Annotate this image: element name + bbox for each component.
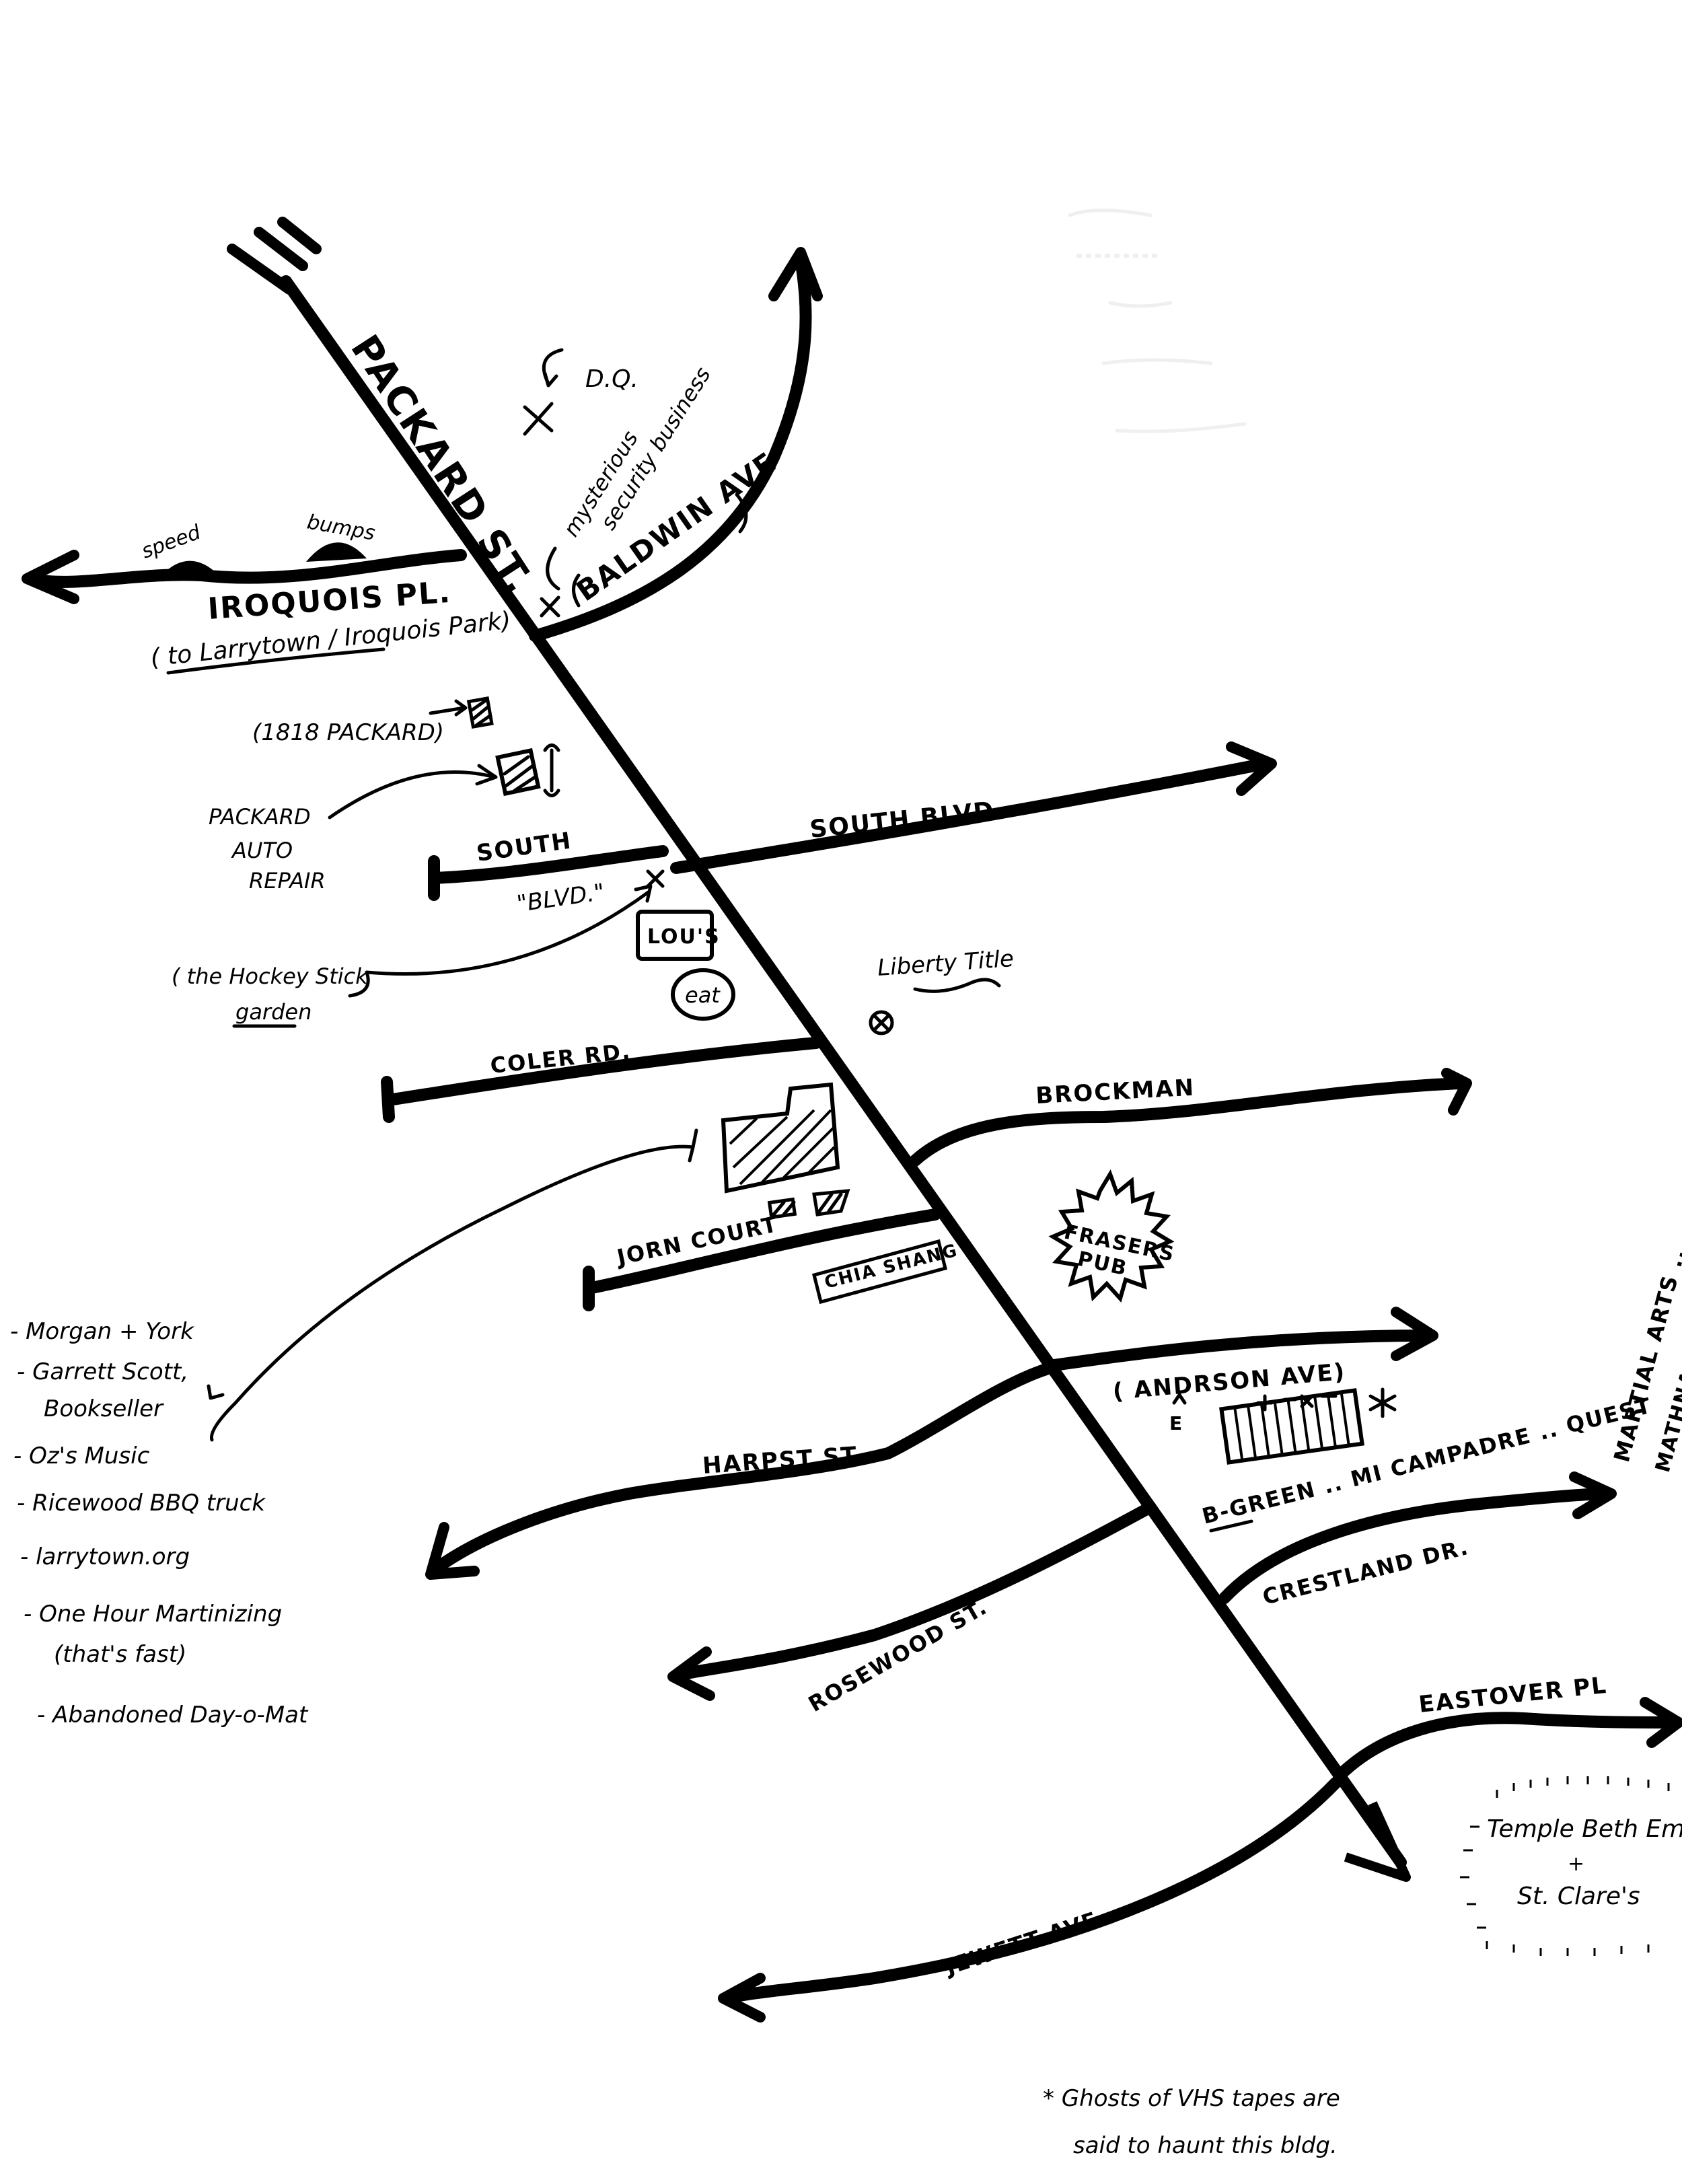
baldwin-road — [529, 253, 812, 642]
business-list-item: - One Hour Martinizing — [24, 1601, 282, 1628]
baldwin-bracket — [572, 493, 748, 608]
hockey-garden-arrow — [348, 884, 653, 998]
eastover-label: EASTOVER PL — [1418, 1672, 1609, 1718]
plaza-building — [721, 1082, 840, 1194]
harpst-arrowhead — [425, 1522, 480, 1580]
security-marker-icon — [540, 595, 560, 618]
hockey-garden-label-1: ( the Hockey Stick — [172, 963, 369, 989]
temple-glow-marks — [1460, 1776, 1670, 1956]
south-blvd-arrowhead — [1226, 741, 1277, 796]
eat-sign — [671, 968, 735, 1021]
speed-bump-label-1: speed — [139, 520, 205, 563]
auto-repair-building — [495, 748, 541, 797]
liberty-title-marker-icon — [869, 1010, 894, 1035]
baldwin-arrowhead — [768, 247, 823, 301]
business-list-item: - Garrett Scott, — [17, 1358, 188, 1385]
packard-1818-arrow — [429, 699, 468, 717]
strip-mall-hatching — [1233, 1391, 1350, 1461]
speed-bump-1 — [158, 560, 219, 579]
rosewood-arrowhead — [667, 1646, 715, 1701]
plaza-small-building-2 — [812, 1189, 850, 1216]
footnote-line-2: said to haunt this bldg. — [1073, 2132, 1338, 2159]
coler-road — [383, 1037, 822, 1106]
rosewood-road — [670, 1501, 1157, 1681]
dq-label: D.Q. — [585, 365, 638, 393]
anderson-road — [1044, 1330, 1436, 1372]
plaza-hatching — [729, 1109, 836, 1186]
business-list-item: Bookseller — [44, 1395, 164, 1422]
brockman-label: BROCKMAN — [1035, 1075, 1196, 1109]
temple-label-1: Temple Beth Emeth — [1487, 1815, 1682, 1843]
brockman-arrowhead — [1441, 1068, 1472, 1116]
lous-label: LOU'S — [647, 925, 721, 949]
business-list-item: - Morgan + York — [10, 1318, 194, 1345]
frasers-pub-sign — [1048, 1169, 1175, 1303]
auto-repair-arrow — [328, 764, 498, 820]
business-list: - Morgan + York - Garrett Scott, Booksel… — [10, 1318, 309, 1728]
south-blvd-road — [670, 758, 1271, 874]
south-blvd-label: SOUTH BLVD. — [809, 796, 1007, 844]
auto-repair-label-3: REPAIR — [249, 868, 326, 894]
business-list-item: - Abandoned Day-o-Mat — [37, 1702, 309, 1728]
jewett-arrowhead — [718, 1973, 766, 2023]
anderson-caret — [1172, 1393, 1187, 1405]
dq-pointer-arrow — [542, 348, 564, 388]
business-list-item: - Oz's Music — [13, 1443, 150, 1469]
iroquois-arrowhead — [22, 550, 79, 604]
vhs-asterisk-icon — [1368, 1387, 1397, 1418]
jewett-label: JEWETT AVE — [941, 1907, 1101, 1981]
jewett-road — [721, 1777, 1342, 2004]
temple-label-3: St. Clare's — [1517, 1883, 1640, 1910]
auto-repair-label-1: PACKARD — [209, 804, 311, 830]
hockey-garden-label-2: garden — [235, 999, 312, 1025]
chia-shang-sign — [811, 1239, 948, 1305]
harpst-road — [431, 1363, 1052, 1574]
bleed-through-marks — [1068, 209, 1247, 433]
eastover-arrowhead — [1640, 1697, 1682, 1748]
hockey-garden-marker-icon — [646, 869, 665, 888]
packard-street-line — [280, 275, 1407, 1868]
eat-label: eat — [685, 982, 721, 1008]
lous-sign — [636, 910, 714, 961]
packard-1818-building — [466, 696, 494, 729]
crestland-road — [1218, 1488, 1614, 1604]
rosewood-label: ROSEWOOD ST. — [804, 1594, 992, 1717]
business-list-item: - larrytown.org — [20, 1543, 190, 1570]
south-blvd-west-road — [428, 845, 669, 884]
liberty-title-label: Liberty Title — [877, 945, 1015, 982]
packard-1818-label: (1818 PACKARD) — [252, 719, 444, 746]
speed-bump-label-2: bumps — [305, 510, 377, 545]
security-pointer-arrow — [546, 546, 560, 591]
packard-arrowhead — [1344, 1801, 1411, 1882]
crestland-arrowhead — [1569, 1471, 1617, 1519]
jorn-court-road — [583, 1208, 941, 1295]
brockman-road — [909, 1077, 1466, 1167]
temple-label-2: + — [1568, 1852, 1584, 1876]
business-list-item: - Ricewood BBQ truck — [17, 1490, 266, 1517]
packard-tail-feathers — [227, 217, 322, 295]
business-list-arrow — [207, 1144, 695, 1442]
anderson-e-mark: E — [1169, 1412, 1183, 1434]
coler-west-end — [381, 1076, 395, 1123]
strip-mall-tick-marks — [1256, 1394, 1338, 1412]
iroquois-note-underline — [166, 647, 386, 675]
wrench-icon — [543, 743, 560, 797]
harpst-label: HARPST ST. — [702, 1441, 865, 1480]
iroquois-road — [24, 549, 467, 588]
eastover-road — [1333, 1712, 1681, 1782]
south-label-west-2: "BLVD." — [515, 879, 607, 918]
auto-repair-label-2: AUTO — [231, 838, 293, 863]
business-list-item: (that's fast) — [54, 1641, 186, 1668]
dq-marker-icon — [523, 402, 554, 436]
speed-bump-2 — [306, 542, 367, 562]
anderson-arrowhead — [1391, 1307, 1438, 1361]
footnote-line-1: * Ghosts of VHS tapes are — [1043, 2085, 1340, 2112]
